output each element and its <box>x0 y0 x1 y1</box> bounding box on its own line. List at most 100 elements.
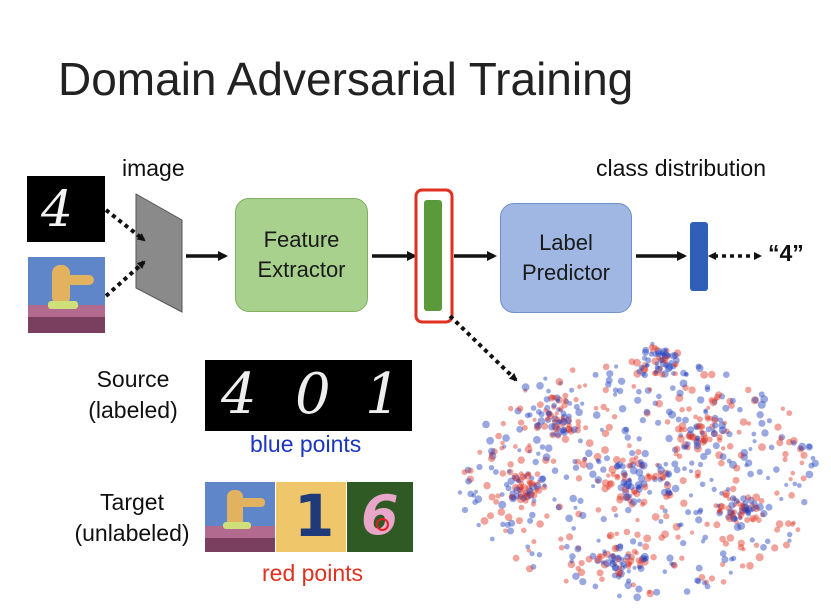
feature-point <box>609 560 617 568</box>
feature-point <box>640 464 645 469</box>
feature-point <box>729 556 734 562</box>
feature-point <box>508 494 514 499</box>
feature-point <box>720 430 725 435</box>
source-label: Source (labeled) <box>78 364 188 426</box>
feature-point <box>574 545 582 553</box>
feature-point <box>642 346 649 354</box>
feature-point <box>614 474 621 481</box>
feature-point <box>608 465 617 474</box>
feature-point <box>625 560 633 567</box>
feature-point <box>610 471 616 477</box>
feature-point <box>682 466 687 472</box>
feature-point <box>623 481 632 489</box>
feature-point <box>699 430 705 436</box>
feature-point <box>627 493 633 499</box>
feature-point <box>638 364 645 371</box>
feature-point <box>738 515 743 521</box>
feature-point <box>685 445 691 451</box>
feature-point <box>756 517 762 523</box>
feature-point <box>560 427 567 434</box>
feature-point <box>605 376 613 384</box>
feature-point <box>572 464 580 471</box>
feature-point <box>653 346 660 352</box>
feature-point <box>508 519 516 527</box>
feature-point <box>610 552 616 559</box>
feature-point <box>497 508 506 516</box>
feature-point <box>596 459 602 465</box>
feature-point <box>780 406 785 411</box>
source-label-line2: (labeled) <box>88 397 178 423</box>
feature-point <box>606 473 611 478</box>
feature-point <box>507 461 514 468</box>
feature-point <box>530 492 538 499</box>
feature-point <box>728 570 733 575</box>
feature-point <box>686 406 692 412</box>
feature-point <box>645 357 652 364</box>
feature-point <box>563 578 569 584</box>
feature-point <box>593 406 599 411</box>
feature-point <box>718 393 726 400</box>
feature-point <box>637 498 642 503</box>
feature-point <box>545 410 552 417</box>
feature-point <box>622 564 628 569</box>
feature-point <box>489 452 497 460</box>
feature-point <box>718 503 726 511</box>
feature-point <box>536 421 541 426</box>
feature-point <box>567 560 576 569</box>
feature-point <box>601 446 609 454</box>
feature-point <box>774 423 782 431</box>
feature-point <box>487 512 494 520</box>
feature-point <box>672 361 679 367</box>
feature-point <box>658 473 667 481</box>
feature-point <box>668 410 677 419</box>
feature-point <box>652 400 659 407</box>
feature-point <box>708 370 716 379</box>
feature-point <box>615 568 623 577</box>
feature-point <box>742 506 749 514</box>
feature-point <box>519 481 525 486</box>
feature-point <box>498 500 507 509</box>
feature-point <box>607 480 614 487</box>
feature-point <box>577 568 586 577</box>
feature-point <box>679 522 684 527</box>
feature-point <box>551 394 558 401</box>
feature-point <box>744 517 751 523</box>
feature-point <box>642 348 649 356</box>
feature-point <box>518 419 525 426</box>
feature-point <box>693 442 702 450</box>
feature-point <box>575 545 582 551</box>
feature-point <box>641 366 649 374</box>
feature-point <box>640 501 645 507</box>
feature-point <box>541 422 549 430</box>
feature-point <box>750 517 755 522</box>
feature-point <box>480 517 489 525</box>
feature-point <box>628 500 636 508</box>
feature-point <box>675 394 684 402</box>
feature-point <box>493 469 499 475</box>
feature-point <box>600 560 609 569</box>
feature-point <box>544 404 551 411</box>
feature-point <box>513 444 518 449</box>
feature-point <box>634 550 639 556</box>
feature-extractor-line1: Feature <box>263 227 340 252</box>
feature-point <box>657 466 665 475</box>
feature-point <box>730 514 738 522</box>
feature-point <box>695 423 702 429</box>
feature-point <box>517 493 524 500</box>
feature-point <box>502 434 510 442</box>
feature-point <box>693 437 700 444</box>
feature-point <box>536 552 543 558</box>
feature-point <box>709 398 718 407</box>
feature-point <box>669 352 677 360</box>
feature-point <box>555 398 561 403</box>
feature-point <box>567 401 573 406</box>
feature-point <box>684 371 689 377</box>
feature-point <box>525 493 530 498</box>
feature-point <box>790 522 795 527</box>
feature-point <box>603 559 612 568</box>
feature-point <box>730 485 737 493</box>
feature-point <box>683 372 689 377</box>
feature-point <box>661 352 667 358</box>
feature-point <box>650 554 657 561</box>
feature-point <box>486 436 494 445</box>
